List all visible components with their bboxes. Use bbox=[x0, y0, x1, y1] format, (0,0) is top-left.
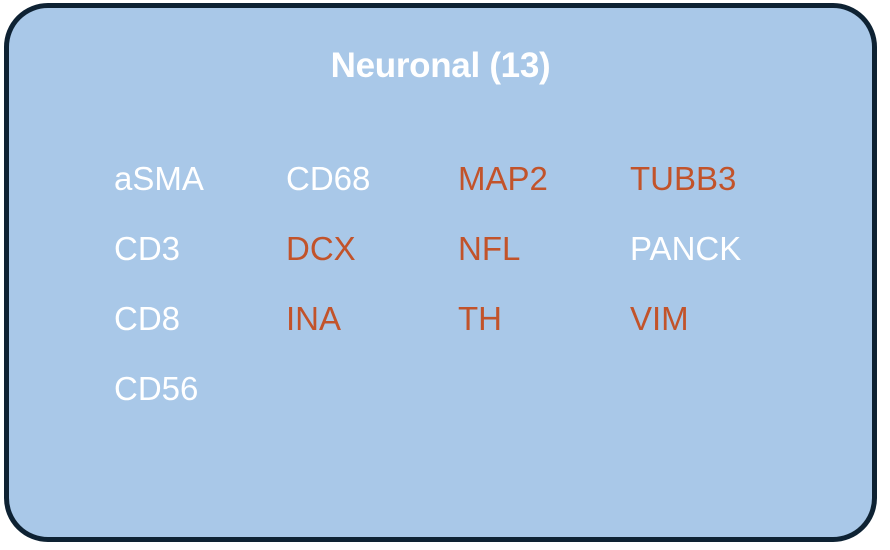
marker-label[interactable]: VIM bbox=[630, 300, 689, 337]
panel-title: Neuronal (13) bbox=[330, 46, 551, 85]
marker-label[interactable]: MAP2 bbox=[458, 160, 548, 197]
marker-label[interactable]: TH bbox=[458, 300, 502, 337]
marker-label[interactable]: CD68 bbox=[286, 160, 371, 197]
marker-label[interactable]: CD8 bbox=[114, 300, 181, 337]
marker-label[interactable]: CD56 bbox=[114, 370, 199, 407]
marker-label[interactable]: PANCK bbox=[630, 230, 742, 267]
marker-row: CD3 DCX NFL PANCK bbox=[114, 230, 814, 300]
marker-label[interactable]: DCX bbox=[286, 230, 356, 267]
marker-label[interactable]: aSMA bbox=[114, 160, 204, 197]
marker-row: CD56 bbox=[114, 370, 814, 440]
marker-label[interactable]: NFL bbox=[458, 230, 521, 267]
marker-row: aSMA CD68 MAP2 TUBB3 bbox=[114, 160, 814, 230]
marker-label[interactable]: CD3 bbox=[114, 230, 181, 267]
marker-label[interactable]: INA bbox=[286, 300, 342, 337]
marker-row: CD8 INA TH VIM bbox=[114, 300, 814, 370]
marker-label[interactable]: TUBB3 bbox=[630, 160, 737, 197]
